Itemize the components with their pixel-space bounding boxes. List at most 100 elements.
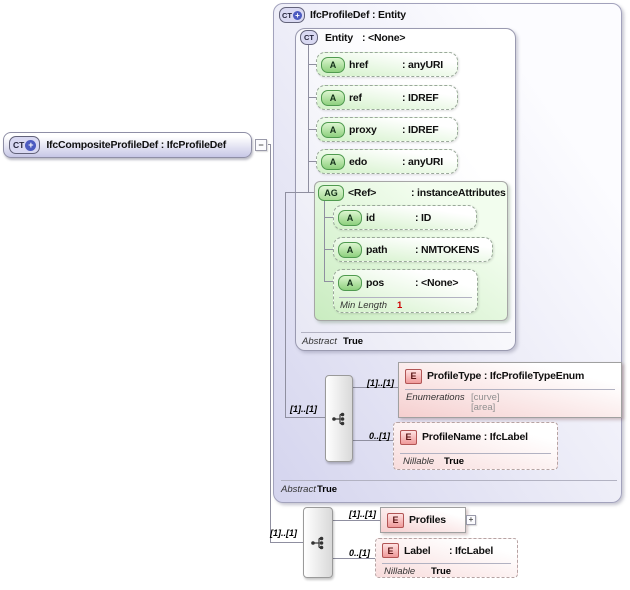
enumeration-value: [area]	[471, 402, 496, 413]
nillable-value: True	[431, 566, 452, 577]
entity-header: CT Entity : <None>	[300, 30, 406, 45]
entity-type: : <None>	[362, 31, 406, 44]
attribute-name: id	[366, 211, 375, 224]
attribute-name: href	[349, 58, 369, 71]
attribute-name: ref	[349, 91, 362, 104]
attribute-type: : anyURI	[402, 155, 443, 168]
ref-group-header: AG <Ref> : instanceAttributes	[318, 185, 506, 201]
attribute-type: : ID	[415, 211, 432, 224]
element-icon: E	[387, 512, 404, 528]
connector-line	[333, 520, 380, 521]
min-length-label: Min Length	[340, 300, 388, 311]
attribute-type: : IDREF	[402, 91, 439, 104]
element-icon: E	[382, 543, 399, 558]
separator	[405, 389, 615, 390]
derived-plus-icon: +	[25, 139, 37, 151]
element-icon: E	[405, 368, 422, 384]
ifcprofiledef-header: CT + IfcProfileDef : Entity	[279, 7, 406, 23]
abstract-label: Abstract	[302, 336, 337, 347]
connector-line	[308, 161, 316, 162]
root-element-title: IfcCompositeProfileDef : IfcProfileDef	[46, 139, 227, 151]
profiles-title: Profiles	[409, 514, 446, 526]
complex-type-icon-label: CT	[304, 33, 314, 42]
complex-type-icon-label: CT	[13, 140, 25, 150]
cardinality-label: [1]..[1]	[367, 378, 394, 388]
abstract-value: True	[343, 336, 364, 347]
connector-line	[324, 249, 333, 250]
separator	[281, 480, 617, 481]
complex-type-icon: CT	[300, 30, 318, 45]
connector-line	[308, 129, 316, 130]
attribute-icon: A	[321, 153, 345, 170]
nillable-label: Nillable	[384, 566, 416, 577]
attribute-name: pos	[366, 276, 385, 289]
connector-line	[270, 542, 303, 543]
complex-type-icon: CT +	[9, 136, 41, 154]
attribute-name: path	[366, 243, 388, 256]
attribute-id[interactable]: A id : ID	[333, 205, 477, 230]
derived-plus-icon: +	[293, 10, 302, 20]
separator	[301, 332, 511, 333]
connector-line	[268, 144, 271, 145]
connector-line	[308, 97, 316, 98]
complex-type-icon-label: CT	[282, 10, 292, 20]
sequence-connector	[325, 375, 353, 462]
nillable-value: True	[444, 456, 465, 467]
attribute-path[interactable]: A path : NMTOKENS	[333, 237, 493, 262]
attribute-ref[interactable]: A ref : IDREF	[316, 85, 458, 110]
cardinality-label: [1]..[1]	[270, 528, 297, 538]
ref-group-type: : instanceAttributes	[411, 187, 506, 199]
attribute-name: proxy	[349, 123, 377, 136]
complex-type-icon: CT +	[279, 7, 305, 23]
min-length-value: 1	[397, 300, 403, 311]
profilename-title: ProfileName : IfcLabel	[422, 431, 528, 443]
attribute-edo[interactable]: A edo : anyURI	[316, 149, 458, 174]
enumeration-value: [curve]	[471, 392, 500, 403]
label-type: : IfcLabel	[449, 544, 494, 557]
connector-line	[333, 558, 375, 559]
attribute-icon: A	[321, 56, 345, 73]
element-box-profilename[interactable]: E ProfileName : IfcLabel Nillable True	[393, 422, 558, 470]
attribute-icon: A	[338, 209, 362, 226]
element-box-profiletype[interactable]: E ProfileType : IfcProfileTypeEnum Enume…	[398, 362, 622, 418]
cardinality-label: [1]..[1]	[290, 404, 317, 414]
connector-line	[270, 144, 271, 543]
connector-line	[285, 192, 314, 193]
attribute-icon: A	[321, 121, 345, 138]
connector-line	[308, 64, 316, 65]
ref-group-name: <Ref>	[348, 187, 377, 199]
element-box-ifccompositeprofiledef[interactable]: CT + IfcCompositeProfileDef : IfcProfile…	[3, 132, 252, 158]
attribute-type: : NMTOKENS	[415, 243, 480, 256]
ifcprofiledef-title: IfcProfileDef : Entity	[310, 9, 406, 21]
connector-line	[285, 192, 286, 418]
attribute-type: : IDREF	[402, 123, 439, 136]
abstract-label: Abstract	[281, 484, 316, 495]
element-box-label[interactable]: E Label : IfcLabel Nillable True	[375, 538, 518, 578]
connector-line	[353, 440, 393, 441]
label-name: Label	[404, 544, 431, 557]
expand-toggle-profiles[interactable]: +	[466, 515, 476, 525]
abstract-value: True	[317, 484, 338, 495]
attribute-type: : anyURI	[402, 58, 443, 71]
nillable-label: Nillable	[403, 456, 435, 467]
connector-line	[285, 417, 325, 418]
attribute-group-icon: AG	[318, 185, 344, 201]
connector-line	[324, 217, 333, 218]
attribute-icon: A	[338, 241, 362, 258]
element-box-profiles[interactable]: E Profiles	[380, 507, 466, 533]
attribute-proxy[interactable]: A proxy : IDREF	[316, 117, 458, 142]
attribute-href[interactable]: A href : anyURI	[316, 52, 458, 77]
connector-line	[308, 45, 309, 192]
separator	[400, 453, 551, 454]
attribute-type: : <None>	[415, 276, 459, 289]
enumerations-label: Enumerations	[406, 392, 465, 403]
attribute-icon: A	[321, 89, 345, 106]
sequence-connector	[303, 507, 333, 578]
separator	[339, 297, 472, 298]
entity-name: Entity	[325, 31, 353, 44]
collapse-toggle[interactable]: −	[255, 139, 267, 151]
model-group-icon	[332, 412, 345, 425]
element-icon: E	[400, 429, 417, 445]
attribute-pos[interactable]: A pos : <None> Min Length 1	[333, 269, 478, 313]
